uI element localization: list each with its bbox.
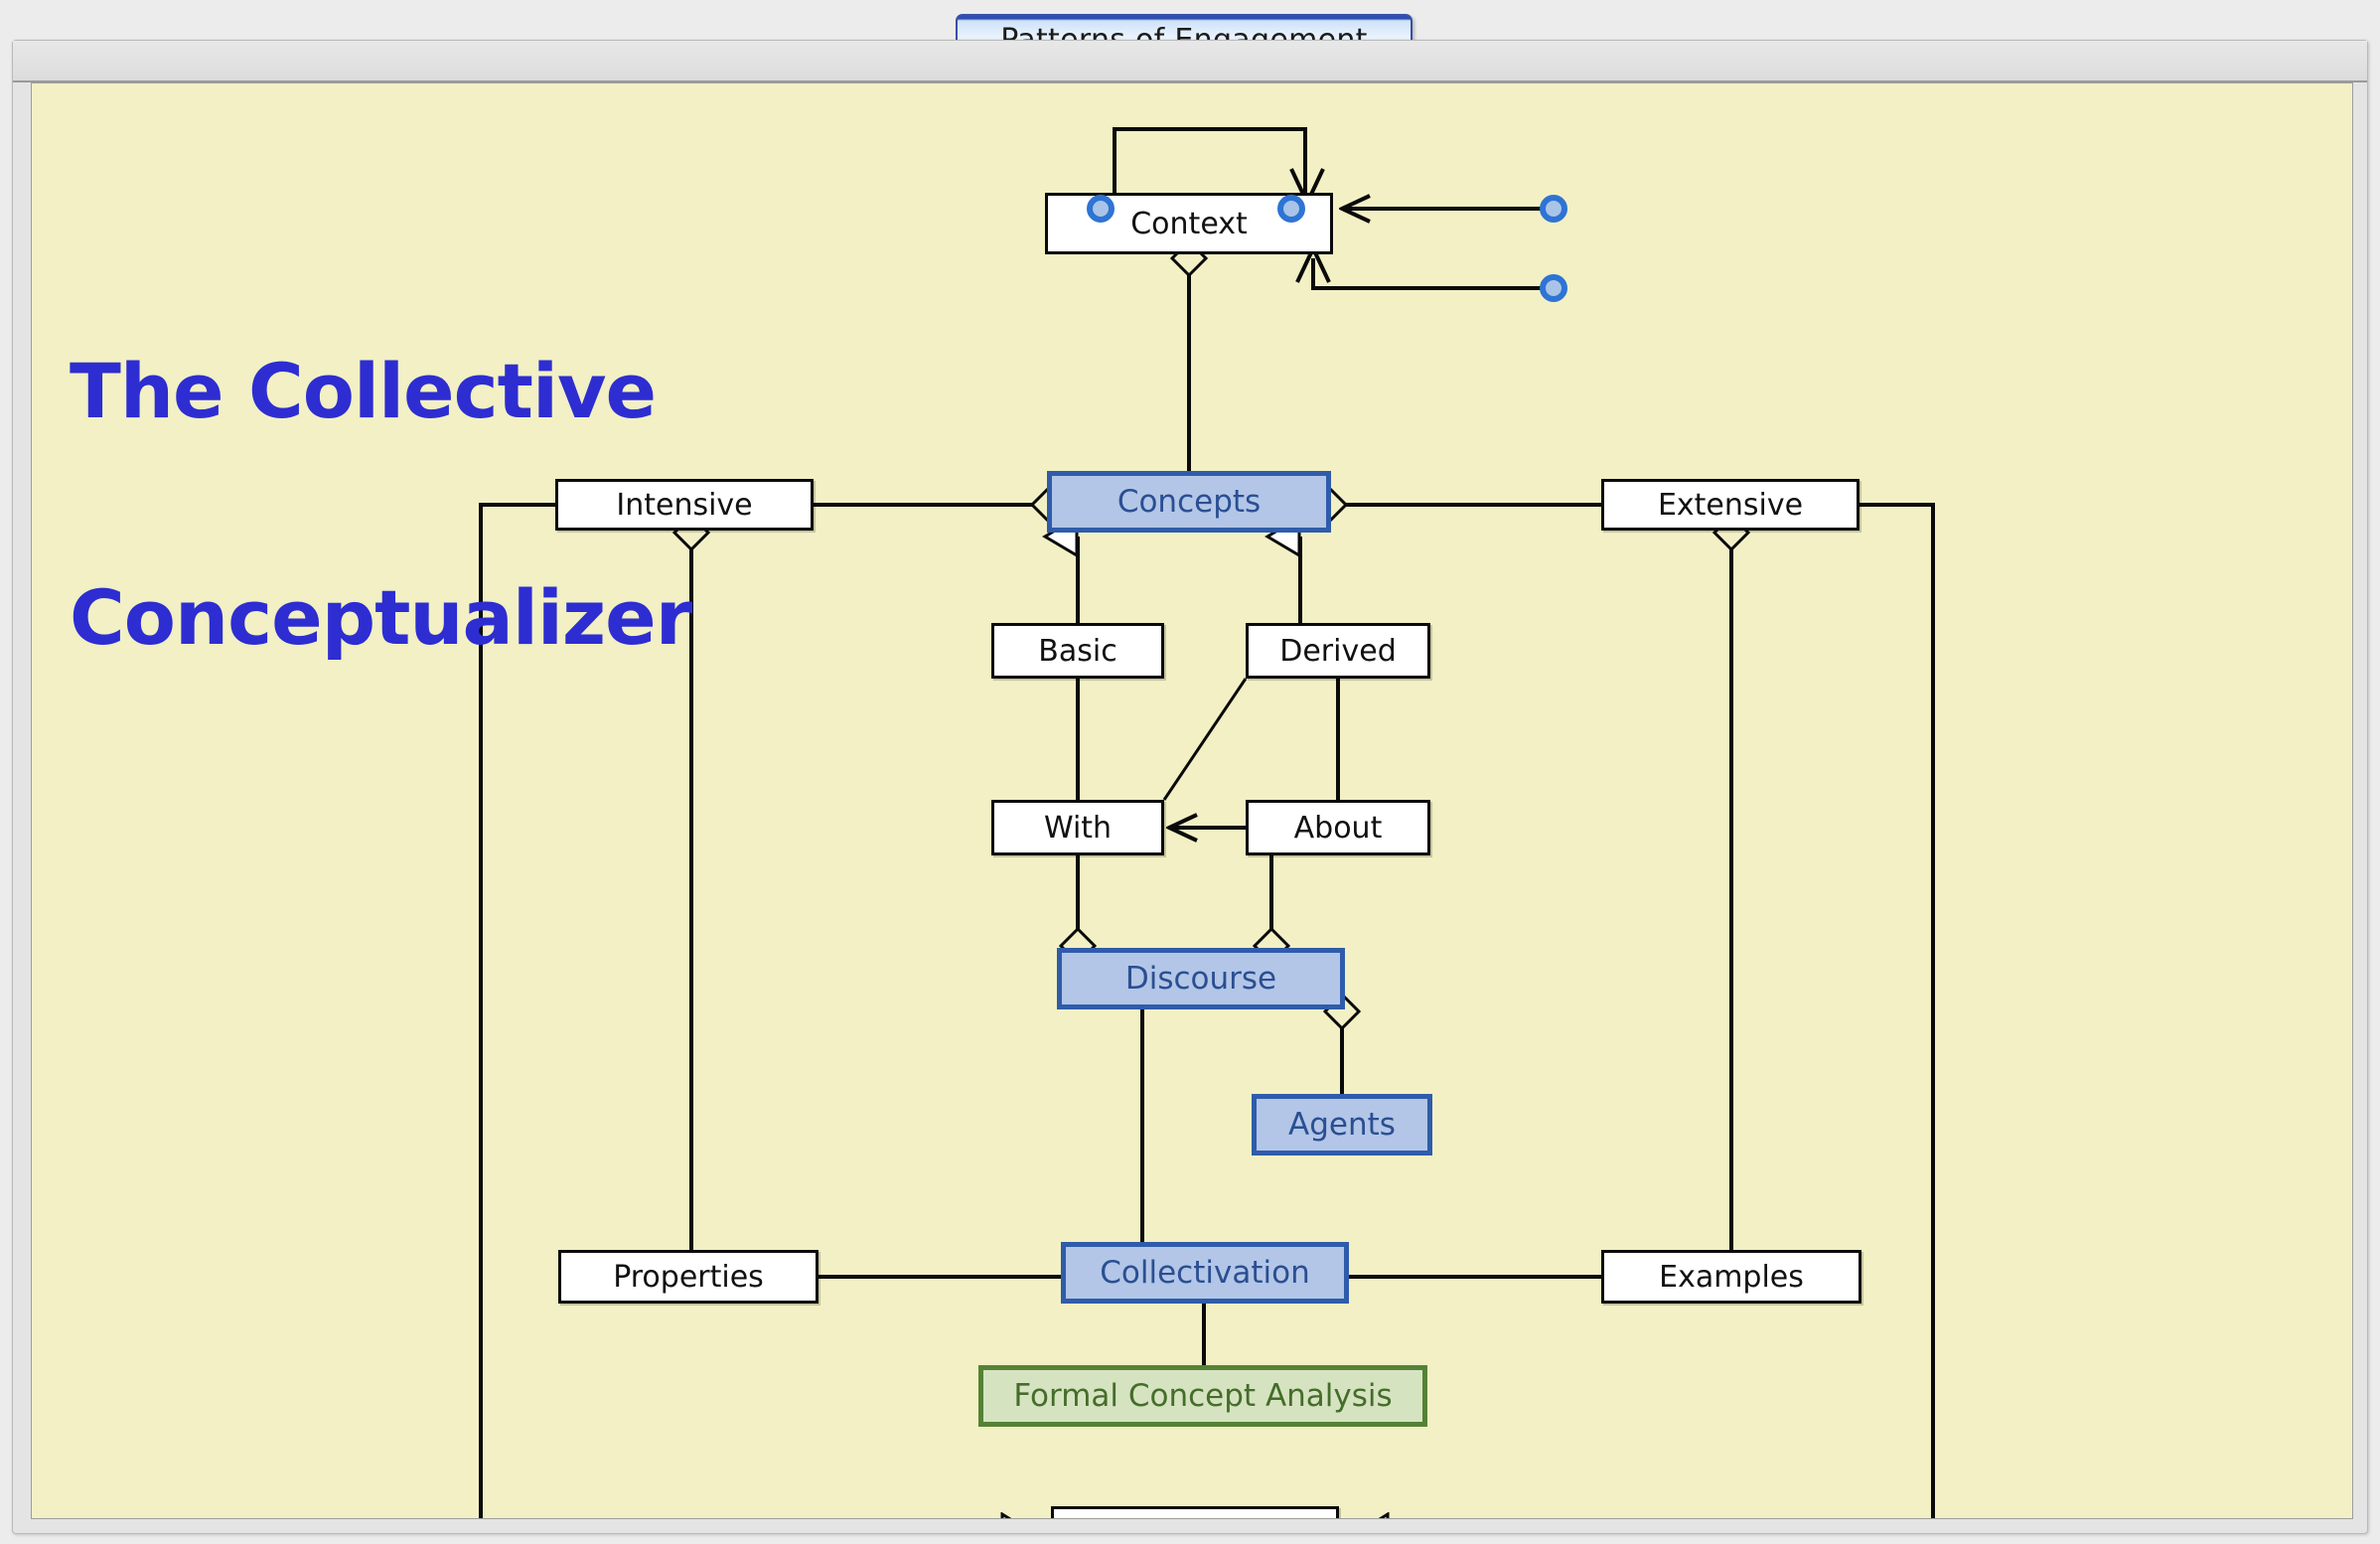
node-basic-label: Basic [1038, 633, 1117, 669]
node-derived[interactable]: Derived [1246, 623, 1430, 679]
node-examples-label: Examples [1659, 1259, 1804, 1295]
node-definition-label: Definition [1122, 1517, 1266, 1519]
node-agents-label: Agents [1288, 1107, 1396, 1143]
diagram-edges [479, 127, 1935, 1518]
node-about[interactable]: About [1246, 800, 1430, 855]
node-with-label: With [1043, 810, 1113, 846]
node-properties-label: Properties [613, 1259, 764, 1295]
node-with[interactable]: With [991, 800, 1164, 855]
node-formal-concept-analysis[interactable]: Formal Concept Analysis [978, 1365, 1427, 1427]
node-agents[interactable]: Agents [1252, 1094, 1432, 1156]
panel-header [13, 41, 2367, 82]
node-context-label: Context [1130, 206, 1248, 241]
edge-freeport-lower-to-context [1311, 258, 1554, 290]
node-concepts-label: Concepts [1116, 484, 1262, 520]
node-extensive-label: Extensive [1657, 487, 1804, 523]
node-discourse[interactable]: Discourse [1057, 948, 1345, 1009]
node-derived-label: Derived [1279, 633, 1397, 669]
node-collectivation-label: Collectivation [1100, 1255, 1310, 1291]
edge-derived-with [1162, 678, 1248, 801]
node-collectivation[interactable]: Collectivation [1061, 1242, 1349, 1304]
node-concepts[interactable]: Concepts [1047, 471, 1331, 533]
node-intensive[interactable]: Intensive [555, 479, 814, 531]
node-extensive[interactable]: Extensive [1601, 479, 1859, 531]
diagram-title: The Collective Conceptualizer [70, 203, 692, 807]
diagram-panel: The Collective Conceptualizer Context Co… [12, 40, 2368, 1534]
node-intensive-label: Intensive [616, 487, 753, 523]
node-basic[interactable]: Basic [991, 623, 1164, 679]
edge-context-selfloop-line [1113, 127, 1307, 209]
edge-intensive-definition [479, 503, 1035, 1518]
diagram-canvas[interactable]: The Collective Conceptualizer Context Co… [31, 82, 2353, 1519]
node-examples[interactable]: Examples [1601, 1250, 1861, 1304]
edge-extensive-definition [1355, 503, 1935, 1518]
port-free-lower[interactable] [1540, 274, 1567, 302]
port-context-right[interactable] [1277, 195, 1305, 223]
diagram-title-line2: Conceptualizer [70, 573, 692, 662]
diagram-title-line1: The Collective [70, 347, 657, 435]
node-properties[interactable]: Properties [558, 1250, 818, 1304]
port-context-left[interactable] [1087, 195, 1115, 223]
port-free-upper[interactable] [1540, 195, 1567, 223]
node-about-label: About [1293, 810, 1383, 846]
node-discourse-label: Discourse [1124, 961, 1277, 997]
node-fca-label: Formal Concept Analysis [1013, 1378, 1393, 1414]
node-definition[interactable]: Definition [1051, 1506, 1339, 1519]
